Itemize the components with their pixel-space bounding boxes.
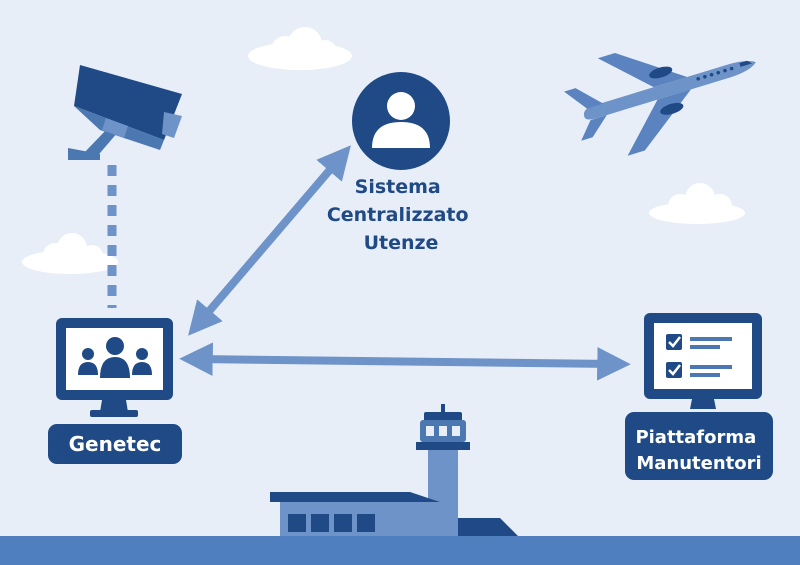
monitor-icon [56, 318, 173, 417]
genetec-maintenance-arrow [179, 342, 631, 381]
central-node-label: Sistema Centralizzato Utenze [327, 176, 475, 254]
control-tower-icon [416, 404, 470, 538]
cloud-icon [22, 233, 118, 274]
central-genetec-arrow [188, 145, 351, 336]
central-user-node [352, 72, 450, 170]
terminal-building-icon [270, 492, 520, 538]
users-group-icon [78, 337, 152, 378]
monitor-icon [644, 313, 762, 409]
maintenance-label: Piattaforma Manutentori [635, 427, 762, 474]
maintenance-label-box [625, 412, 773, 480]
cloud-icon [649, 183, 745, 224]
airplane-icon [564, 53, 756, 156]
genetec-label: Genetec [69, 432, 162, 456]
ground-strip [0, 536, 800, 565]
cloud-icon [248, 27, 352, 70]
cctv-camera-icon [68, 65, 182, 160]
genetec-label-box [48, 424, 182, 464]
checklist-icon [666, 334, 732, 378]
